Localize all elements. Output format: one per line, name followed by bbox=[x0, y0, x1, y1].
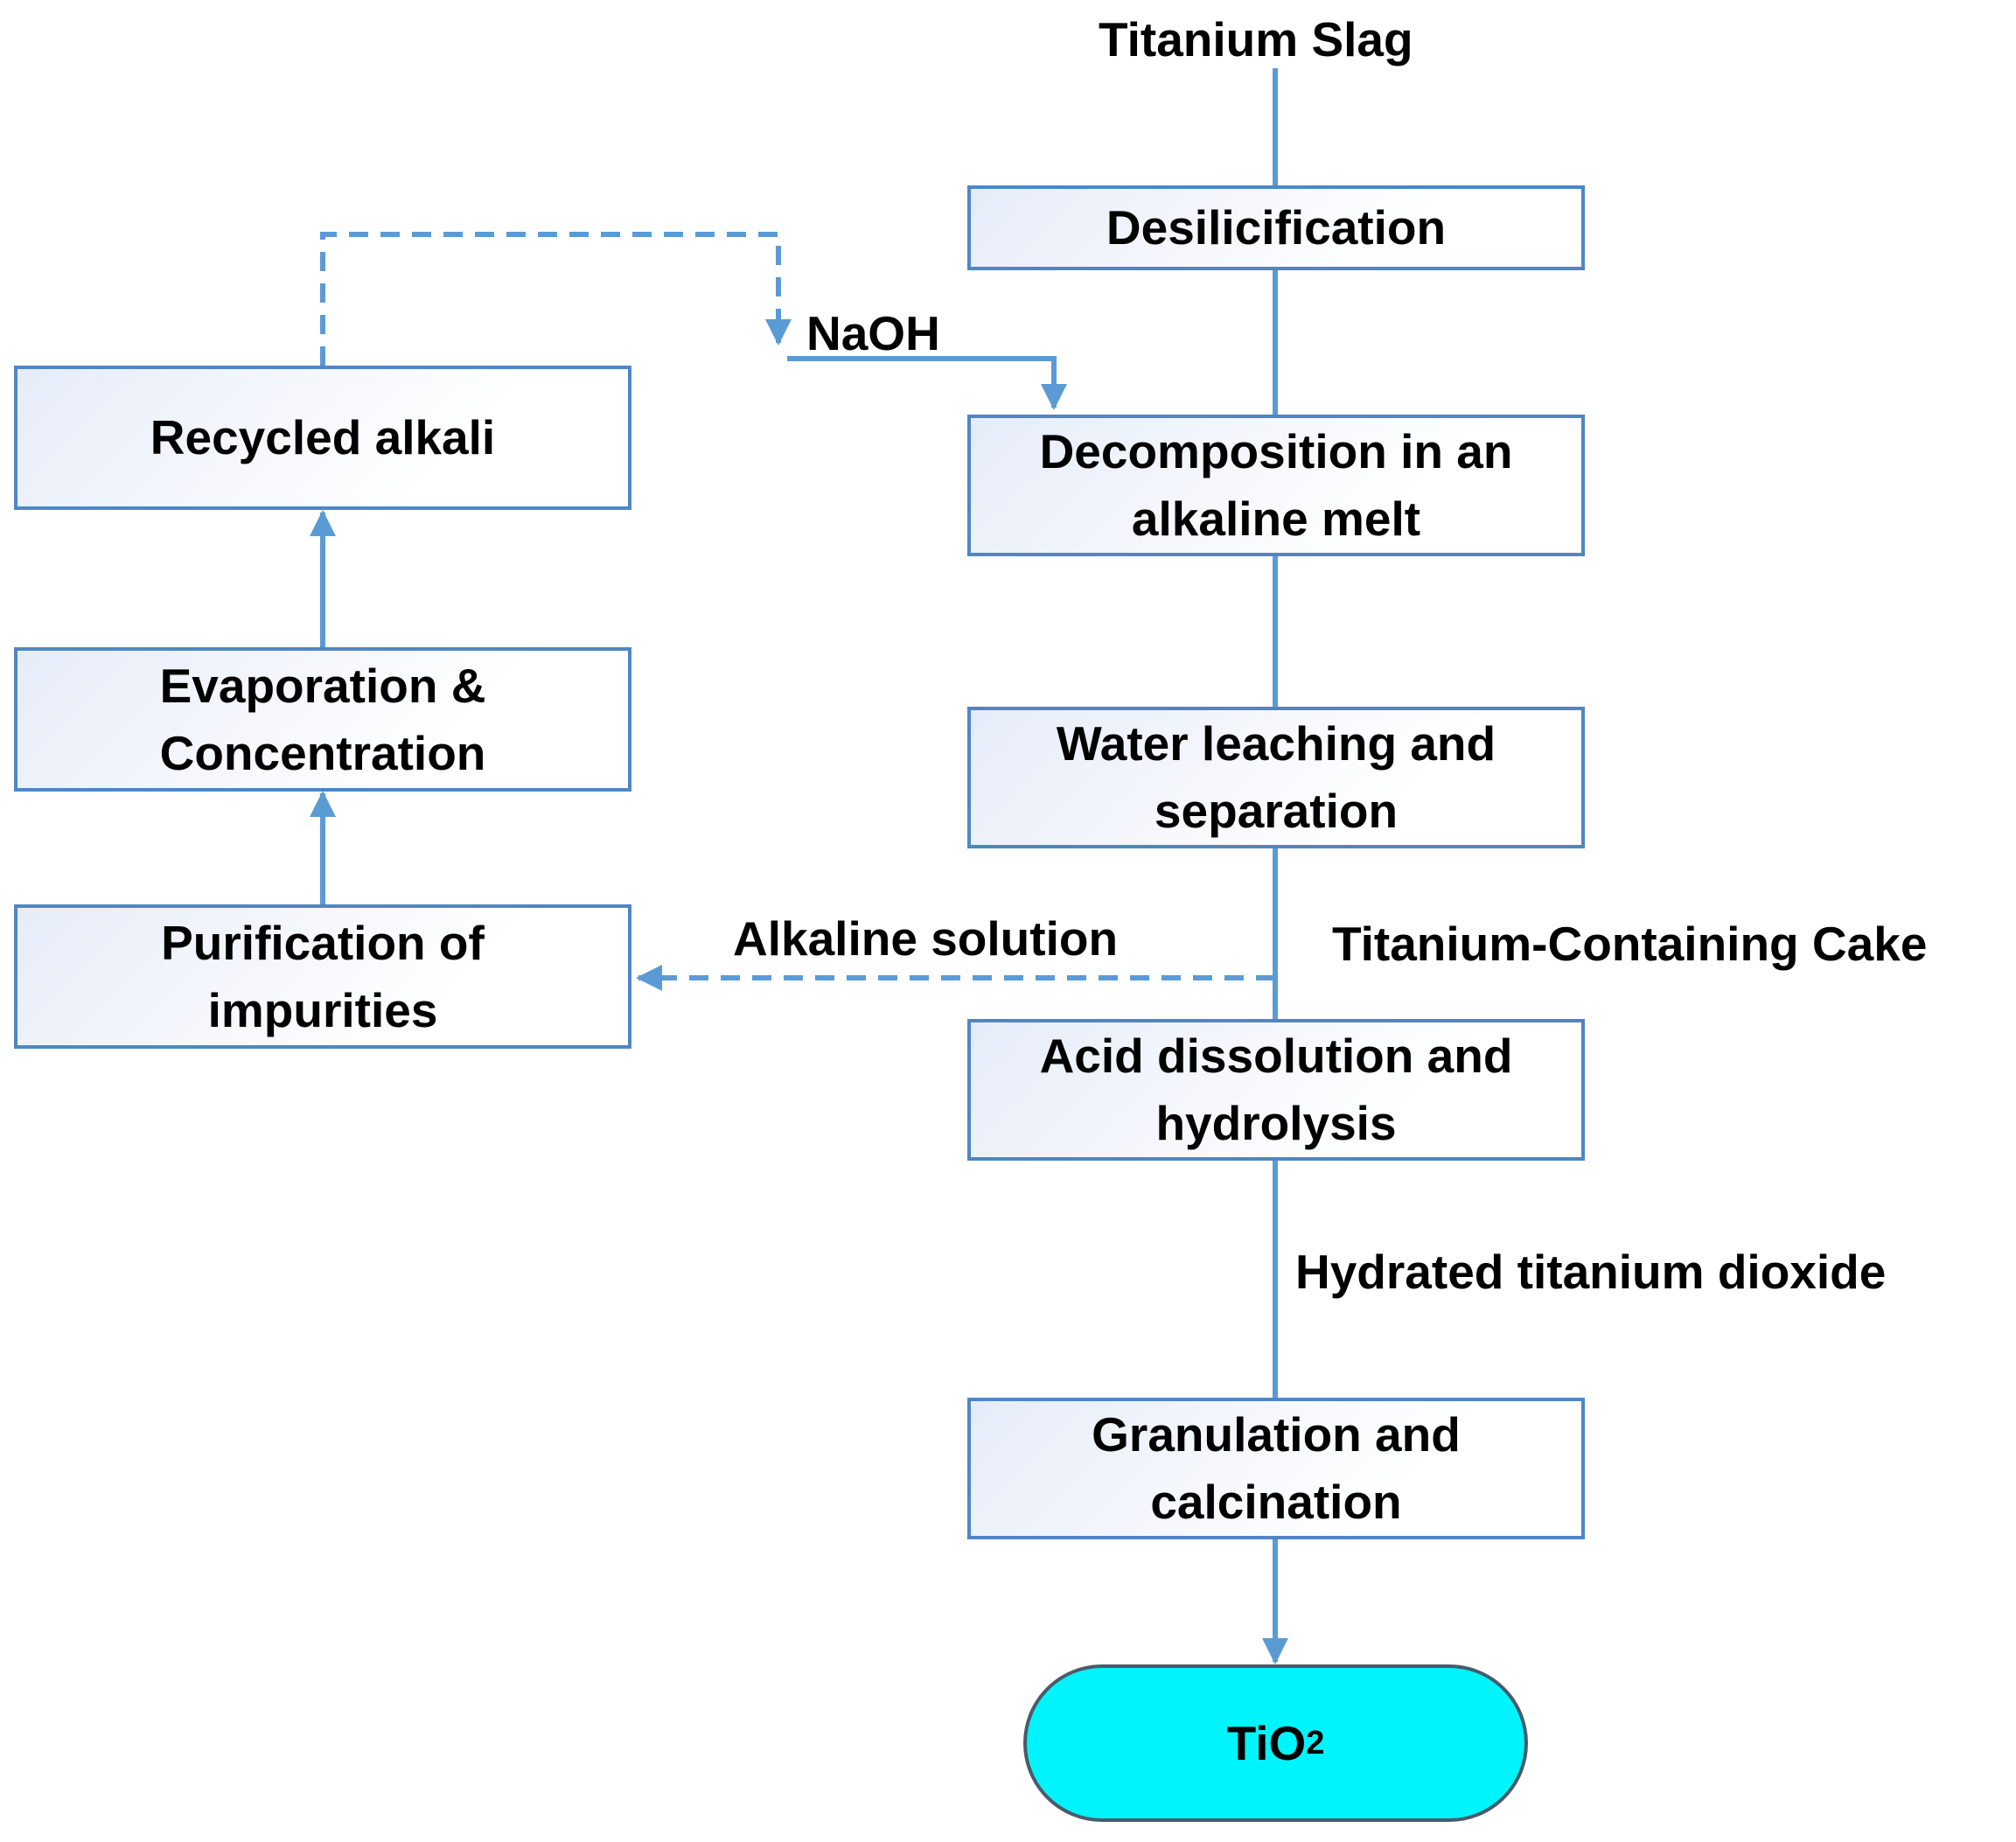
label-alkaline-solution: Alkaline solution bbox=[733, 911, 1119, 966]
product-subscript: 2 bbox=[1306, 1724, 1325, 1762]
step-water-leaching: Water leaching and separation bbox=[967, 707, 1585, 848]
step-decomposition: Decomposition in an alkaline melt bbox=[967, 415, 1585, 556]
step-recycled-alkali: Recycled alkali bbox=[14, 366, 631, 510]
step-desilicification: Desilicification bbox=[967, 185, 1585, 270]
arrow-recycle-loop bbox=[320, 232, 792, 366]
label-titanium-containing-cake: Titanium-Containing Cake bbox=[1332, 917, 1928, 971]
step-purification: Purification of impurities bbox=[14, 904, 631, 1049]
product-name: TiO bbox=[1226, 1716, 1307, 1770]
arrow-naoh-decomposition bbox=[787, 356, 1067, 410]
label-titanium-slag: Titanium Slag bbox=[1099, 12, 1413, 66]
label-naoh: NaOH bbox=[806, 306, 940, 360]
label-hydrated-titanium-dioxide: Hydrated titanium dioxide bbox=[1295, 1245, 1887, 1299]
step-acid-dissolution: Acid dissolution and hydrolysis bbox=[967, 1019, 1585, 1161]
step-granulation: Granulation and calcination bbox=[967, 1398, 1585, 1539]
step-evaporation: Evaporation & Concentration bbox=[14, 647, 631, 792]
